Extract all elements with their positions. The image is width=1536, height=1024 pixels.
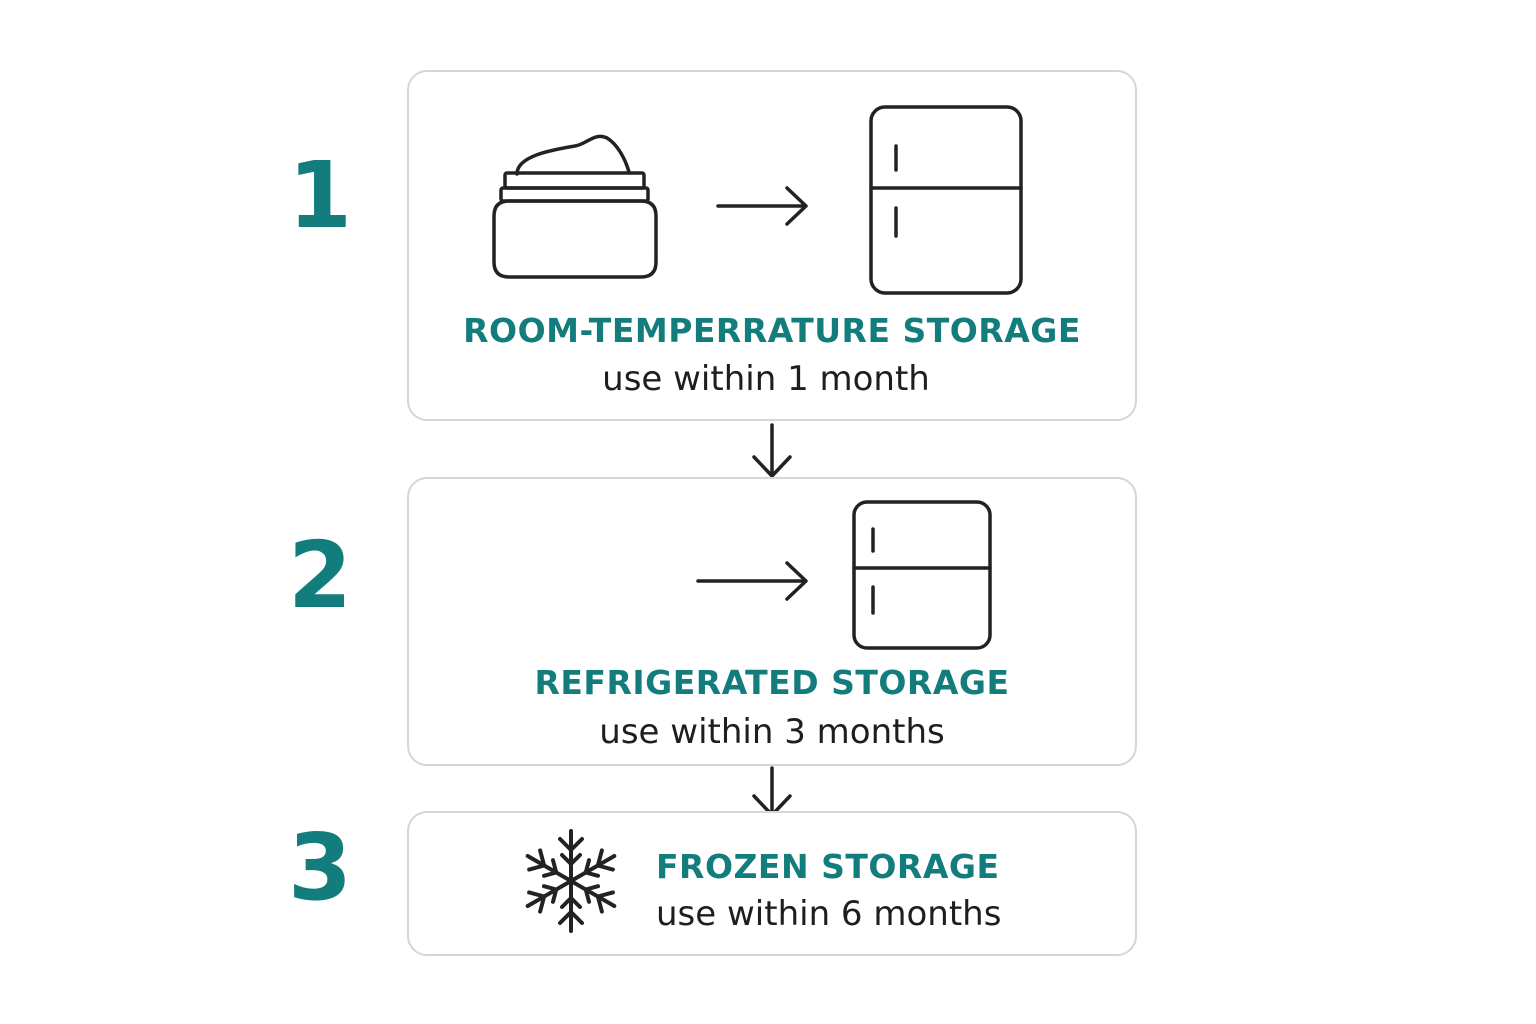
arrow-right-icon — [716, 186, 808, 226]
step-title-3: FROZEN STORAGE — [656, 847, 1000, 886]
step-number-2: 2 — [287, 522, 352, 629]
step-number-3: 3 — [287, 814, 352, 921]
step-card-frozen: FROZEN STORAGE use within 6 months — [407, 811, 1137, 956]
arrow-right-icon — [696, 561, 808, 601]
step-subtitle-1: use within 1 month — [602, 359, 930, 399]
refrigerator-icon — [852, 500, 992, 650]
step-card-room-temperature: ROOM-TEMPERRATURE STORAGE use within 1 m… — [407, 70, 1137, 421]
step-card-refrigerated: REFRIGERATED STORAGE use within 3 months — [407, 477, 1137, 766]
step-number-1: 1 — [287, 142, 352, 249]
step-title-2: REFRIGERATED STORAGE — [534, 663, 1010, 702]
cream-jar-icon — [492, 134, 658, 279]
refrigerator-icon — [869, 105, 1023, 295]
step-subtitle-2: use within 3 months — [599, 712, 945, 752]
step-title-1: ROOM-TEMPERRATURE STORAGE — [463, 311, 1081, 350]
arrow-down-icon — [752, 423, 792, 478]
snowflake-icon — [525, 829, 617, 933]
step-subtitle-3: use within 6 months — [656, 894, 1002, 934]
